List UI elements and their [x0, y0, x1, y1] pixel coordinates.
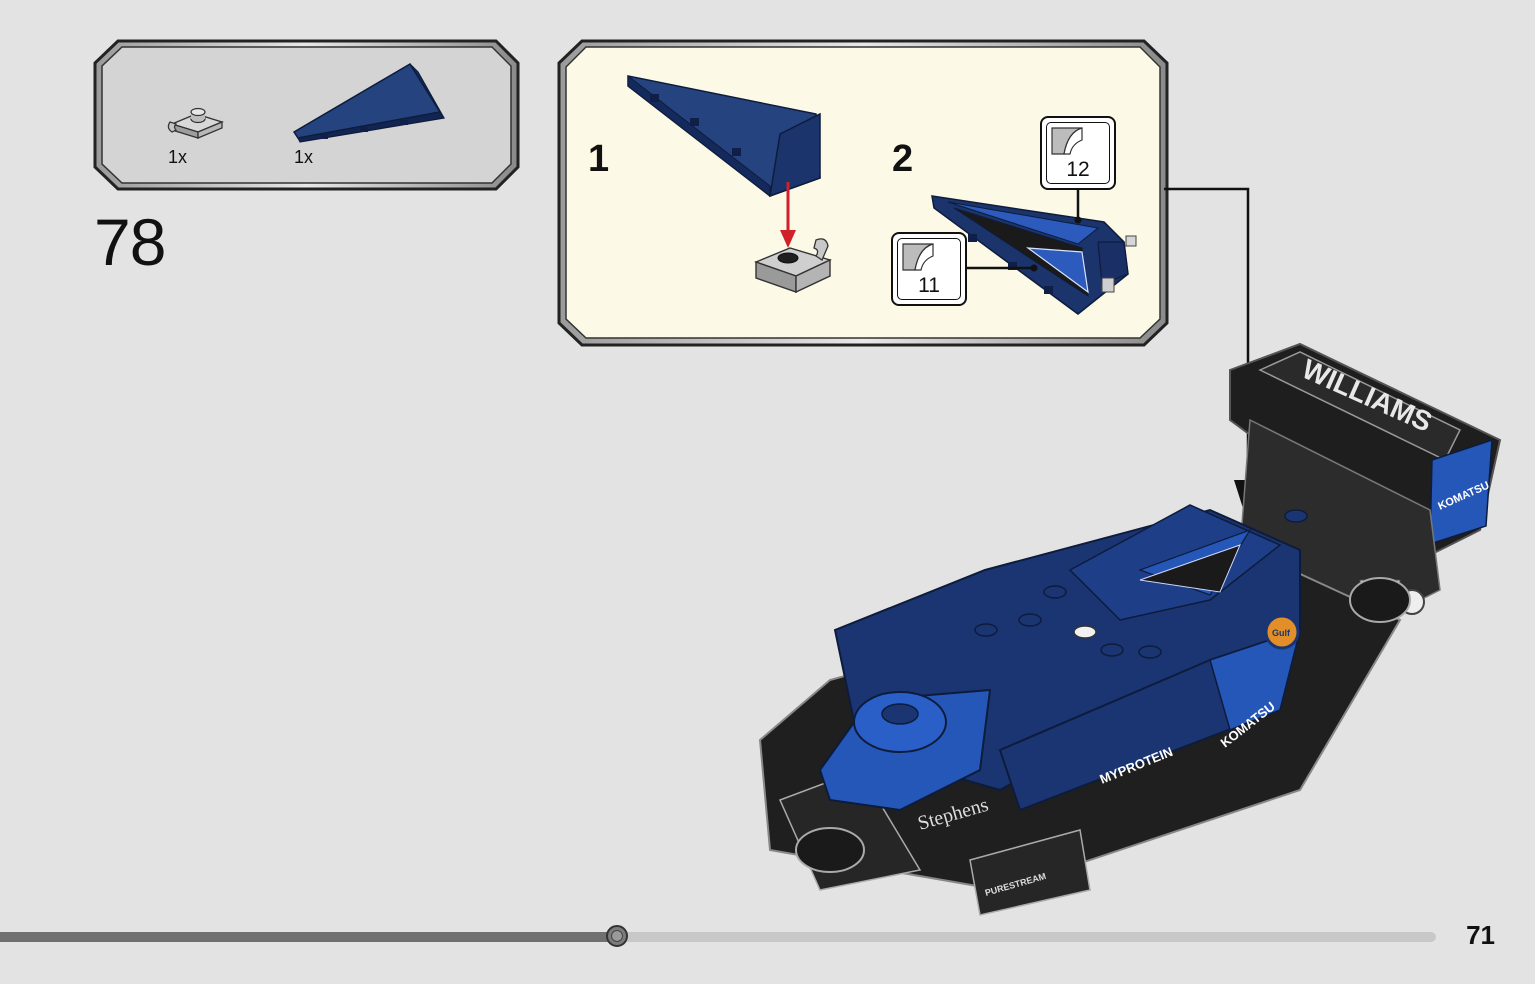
sticker-12-number: 12: [1066, 158, 1090, 181]
sub-step-2-illustration: [931, 195, 1137, 315]
step-number: 78: [94, 205, 166, 279]
page-number: 71: [1466, 920, 1495, 950]
sticker-12-callout: 12: [1040, 116, 1116, 190]
wedge-plate-icon: [292, 62, 446, 143]
progress-knob[interactable]: [606, 925, 628, 947]
sticker-11-callout: 11: [891, 232, 967, 306]
sticker-sheet-icon: [1051, 127, 1083, 155]
sticker-leader-lines: [966, 190, 1082, 272]
sub-step-2-number: 2: [892, 138, 914, 180]
sub-step-1-number: 1: [588, 138, 610, 180]
progress-track: [0, 932, 1436, 942]
progress-fill: [0, 932, 617, 942]
part-qty-clip: 1x: [168, 147, 188, 167]
sub-step-1-illustration: [627, 74, 832, 294]
gulf-logo: Gulf: [1272, 628, 1291, 638]
model-illustration: WILLIAMS KOMATSU Stephens PURESTREAM MYP…: [758, 342, 1502, 916]
sticker-sheet-icon: [902, 243, 934, 271]
sticker-11-number: 11: [918, 274, 940, 297]
plate-with-clip-icon: [167, 107, 224, 139]
part-qty-wedge: 1x: [294, 147, 314, 167]
